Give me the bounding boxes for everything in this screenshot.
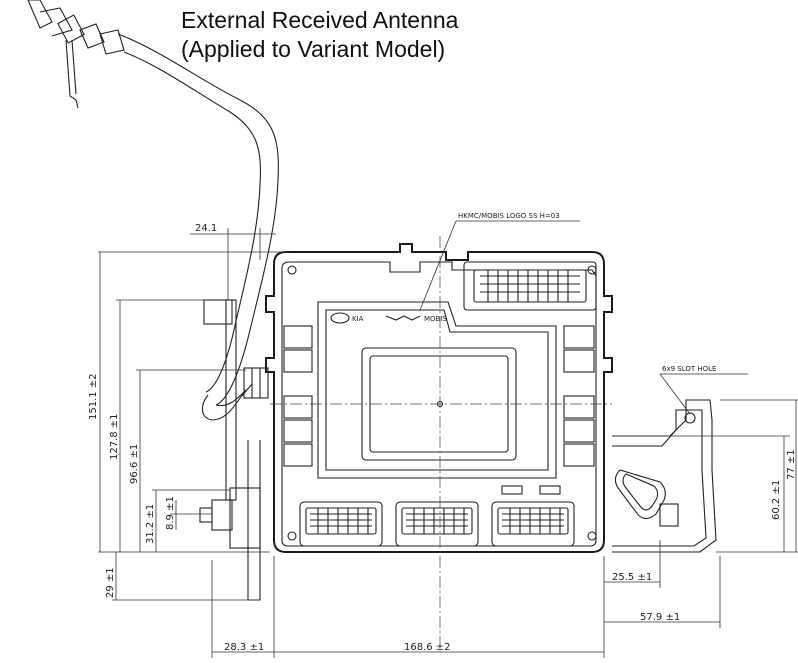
antenna-connector-plug bbox=[27, 0, 125, 109]
bottom-connector-2 bbox=[395, 501, 479, 547]
logo-kia-text: KIA bbox=[352, 315, 364, 323]
diagram-title: External Received Antenna (Applied to Va… bbox=[181, 6, 458, 64]
logo-mark: KIA MOBIS bbox=[330, 312, 447, 324]
dim-29: 29 ±1 bbox=[105, 567, 116, 598]
antenna-cable bbox=[27, 0, 279, 421]
dim-151-1: 151.1 ±2 bbox=[88, 373, 99, 420]
dim-28-3: 28.3 ±1 bbox=[224, 642, 264, 653]
dim-77: 77 ±1 bbox=[786, 449, 797, 480]
title-line-1: External Received Antenna bbox=[181, 7, 459, 33]
mount-hole-br bbox=[587, 531, 597, 541]
right-bracket bbox=[612, 399, 717, 553]
dim-96-6: 96.6 ±1 bbox=[129, 444, 140, 484]
slot-hole-note: 6x9 SLOT HOLE bbox=[662, 365, 716, 373]
center-plate bbox=[317, 301, 557, 479]
logo-mobis-text: MOBIS bbox=[424, 315, 447, 323]
mount-hole-bl bbox=[287, 531, 297, 541]
clip-2 bbox=[539, 485, 561, 495]
bottom-connector-3 bbox=[491, 501, 575, 547]
dim-168-6: 168.6 ±2 bbox=[404, 642, 451, 653]
top-right-connector bbox=[463, 261, 597, 311]
left-bracket bbox=[199, 299, 269, 601]
mount-hole-tl bbox=[287, 265, 297, 275]
bottom-connector-1 bbox=[299, 501, 383, 547]
dim-60-2: 60.2 ±1 bbox=[771, 480, 782, 520]
dimension-lines: 24.1 151.1 ±2 127.8 ±1 96.6 ±1 31.2 ±1 8… bbox=[88, 223, 798, 658]
callouts: HKMC/MOBIS LOGO SS H=03 6x9 SLOT HOLE bbox=[419, 212, 748, 415]
dim-24-1: 24.1 bbox=[195, 223, 217, 234]
logo-note: HKMC/MOBIS LOGO SS H=03 bbox=[458, 212, 560, 220]
clip-1 bbox=[501, 485, 523, 495]
dim-127-8: 127.8 ±1 bbox=[109, 413, 120, 460]
left-ribs bbox=[283, 325, 313, 467]
dim-57-9: 57.9 ±1 bbox=[640, 612, 680, 623]
slot-hole bbox=[684, 412, 696, 424]
dim-25-5: 25.5 ±1 bbox=[612, 572, 652, 583]
right-ribs bbox=[563, 325, 595, 467]
ecu-housing: KIA MOBIS bbox=[265, 236, 613, 652]
dim-8-9: 8.9 ±1 bbox=[165, 496, 176, 530]
dim-31-2: 31.2 ±1 bbox=[145, 504, 156, 544]
title-line-2: (Applied to Variant Model) bbox=[181, 36, 446, 62]
